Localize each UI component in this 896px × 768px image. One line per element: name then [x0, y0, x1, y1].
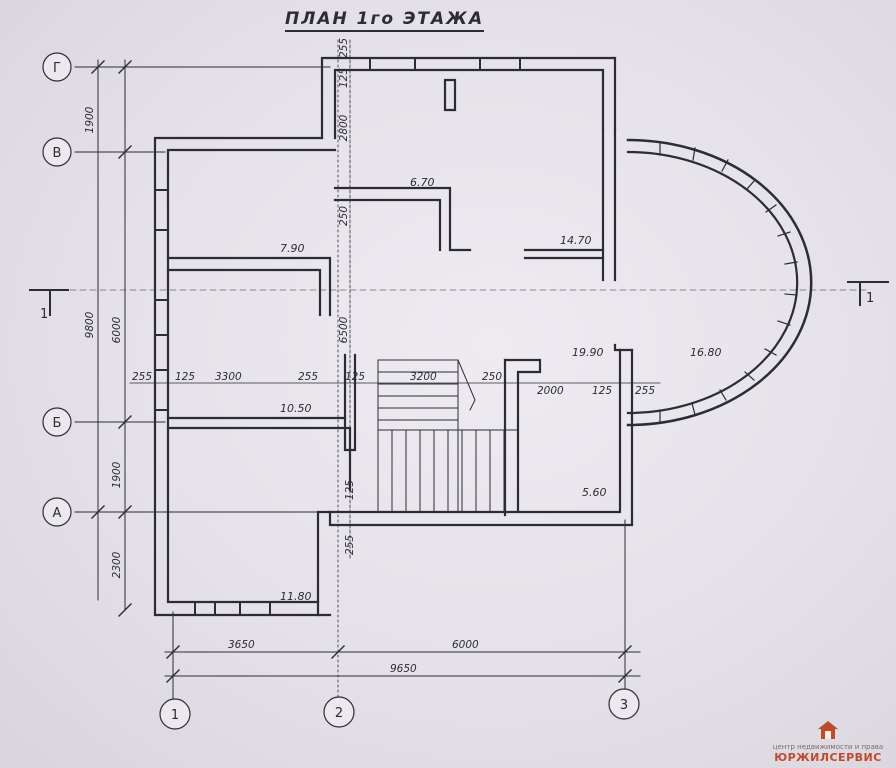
- dim-vert-total: 9800: [84, 311, 96, 338]
- bay-outer: [626, 138, 813, 427]
- wall-interior-3: [166, 256, 332, 317]
- wall-top: [320, 56, 617, 140]
- axis-label-2: 2: [335, 706, 343, 721]
- section-mark-left: 1: [40, 307, 48, 322]
- dim-vert-inner-5: 6500: [338, 316, 350, 343]
- dim-row-h: 2000: [537, 385, 564, 397]
- room-area-1: 6.70: [410, 176, 435, 189]
- window-top-1: [369, 57, 416, 71]
- watermark: центр недвижимости и права ЮРЖИЛСЕРВИС: [768, 719, 888, 764]
- dim-row-c: 3300: [215, 371, 242, 383]
- axis-label-a: А: [53, 506, 62, 521]
- dim-vert-outer-1: 1900: [84, 106, 96, 133]
- axis-marker-g: [42, 52, 72, 82]
- window-bottom-2: [239, 601, 271, 616]
- room-area-6: 16.80: [690, 346, 722, 359]
- dim-vert-inner-4: 250: [338, 206, 350, 226]
- room-area-5: 19.90: [572, 346, 604, 359]
- dim-vert-inner-1: 255: [338, 38, 350, 58]
- axis-marker-v: [42, 137, 72, 167]
- dim-vert-outer-4: 2300: [111, 551, 123, 578]
- dim-row-j: 255: [635, 385, 655, 397]
- dim-bottom-left: 3650: [228, 639, 255, 651]
- dim-vert-inner-7: 255: [344, 535, 356, 555]
- room-area-4: 10.50: [280, 402, 312, 415]
- room-area-2: 14.70: [560, 234, 592, 247]
- dim-row-d: 255: [298, 371, 318, 383]
- dim-row-a: 255: [132, 371, 152, 383]
- axis-marker-b: [42, 407, 72, 437]
- axis-label-3: 3: [620, 698, 628, 713]
- dim-row-i: 125: [592, 385, 612, 397]
- dim-vert-inner-2: 125: [338, 68, 350, 88]
- bay-inner: [626, 150, 799, 415]
- axis-marker-a: [42, 497, 72, 527]
- axis-label-g: Г: [53, 61, 61, 76]
- axis-label-b: Б: [53, 416, 62, 431]
- dim-vert-inner-6: 125: [344, 480, 356, 500]
- dim-row-g: 250: [482, 371, 502, 383]
- dim-vert-outer-2: 6000: [111, 316, 123, 343]
- dim-row-e: 125: [345, 371, 365, 383]
- window-bottom-1: [194, 601, 216, 616]
- room-area-8: 11.80: [280, 590, 312, 603]
- staircase: [377, 359, 519, 513]
- room-area-3: 7.90: [280, 242, 305, 255]
- wall-interior-1: [333, 186, 472, 252]
- axis-marker-1: [159, 698, 191, 730]
- window-left-1: [154, 189, 169, 231]
- dim-vert-outer-3: 1900: [111, 461, 123, 488]
- dim-row-f: 3200: [410, 371, 437, 383]
- house-logo-icon: [818, 721, 838, 739]
- axis-label-1: 1: [171, 708, 179, 723]
- room-area-7: 5.60: [582, 486, 607, 499]
- section-mark-right: 1: [866, 291, 874, 306]
- plan-title: ПЛАН 1го ЭТАЖА: [285, 8, 485, 32]
- watermark-subtitle: центр недвижимости и права: [772, 743, 884, 751]
- watermark-brand: ЮРЖИЛСЕРВИС: [774, 751, 882, 764]
- wall-interior-5: [503, 358, 542, 512]
- window-left-2: [154, 299, 169, 336]
- axis-label-v: В: [53, 146, 62, 161]
- wall-bottom: [316, 348, 634, 604]
- window-left-3: [154, 369, 169, 411]
- dim-row-b: 125: [175, 371, 195, 383]
- axis-marker-2: [323, 696, 355, 728]
- dim-bottom-right: 6000: [452, 639, 479, 651]
- axis-marker-3: [608, 688, 640, 720]
- window-top-2: [479, 57, 521, 71]
- dim-bottom-total: 9650: [390, 663, 417, 675]
- dim-vert-inner-3: 2800: [338, 114, 350, 141]
